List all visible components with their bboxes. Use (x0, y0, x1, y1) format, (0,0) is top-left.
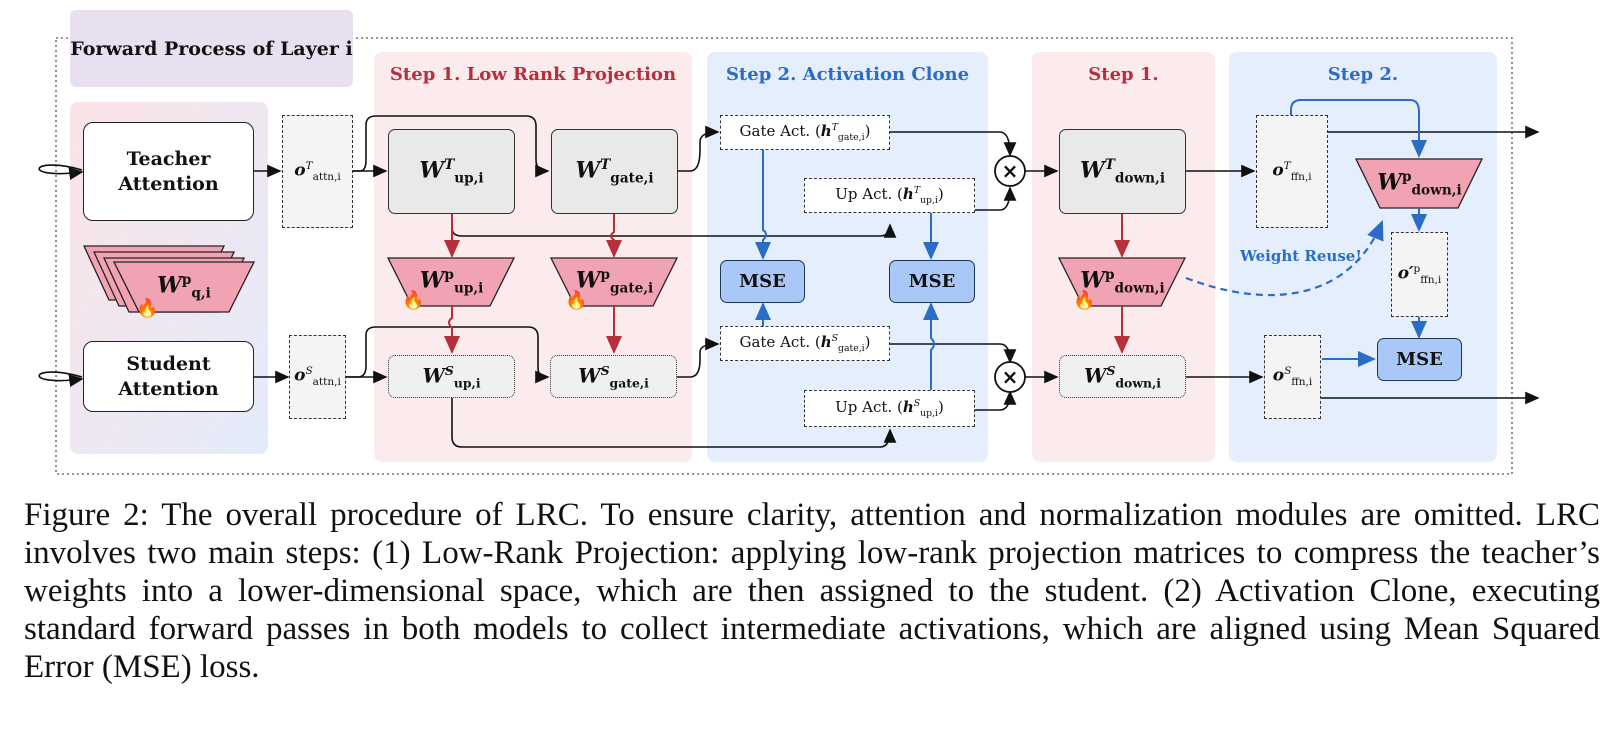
w-up-teacher: WTup,i (388, 129, 515, 214)
lrc-diagram: Forward Process of Layer i Step 1. Low R… (38, 10, 1540, 475)
fire-icon: 🔥 (402, 290, 425, 311)
multiply-teacher-symbol: × (1001, 159, 1019, 183)
fire-icon: 🔥 (1073, 290, 1096, 311)
up-act-teacher: Up Act. (hTup,i) (804, 178, 975, 213)
step1-ffn-region (1032, 52, 1215, 462)
figure-caption: Figure 2: The overall procedure of LRC. … (24, 497, 1600, 685)
wp-up-label: Wpup,i (419, 267, 484, 297)
mse-ffn: MSE (1377, 338, 1462, 381)
wp-down-label: Wpdown,i (1080, 267, 1165, 297)
wp-gate-label: Wpgate,i (575, 267, 654, 297)
wp-down-shape (1057, 257, 1187, 307)
wp-down-reuse-label: Wpdown,i (1377, 168, 1462, 199)
w-down-student: WSdown,i (1059, 355, 1186, 398)
w-gate-teacher: WTgate,i (551, 129, 678, 214)
weight-reuse-label: Weight Reuse! (1240, 247, 1362, 265)
wp-down-reuse-shape (1354, 158, 1484, 209)
mse-up: MSE (889, 260, 975, 303)
w-up-student: WSup,i (388, 355, 515, 398)
step2-ffn-label: Step 2. (1327, 64, 1399, 85)
w-gate-student: WSgate,i (550, 355, 677, 398)
mse-gate: MSE (720, 260, 805, 303)
o-attn-student: oSattn,i (289, 335, 346, 419)
gate-act-student: Gate Act. (hSgate,i) (720, 326, 890, 361)
fire-icon: 🔥 (565, 290, 588, 311)
up-act-student: Up Act. (hSup,i) (804, 390, 975, 427)
wq-front (112, 261, 256, 313)
o-attn-teacher: oTattn,i (282, 115, 353, 228)
wp-up-shape (386, 257, 516, 307)
o-ffn-teacher: oTffn,i (1256, 115, 1328, 228)
o-ffn-prime: o′pffn,i (1391, 232, 1448, 317)
forward-process-title: Forward Process of Layer i (70, 10, 353, 87)
student-attention: Student Attention (83, 341, 254, 412)
w-down-teacher: WTdown,i (1059, 129, 1186, 214)
step2-label: Step 2. Activation Clone (725, 64, 970, 85)
step1-label: Step 1. Low Rank Projection (389, 64, 677, 85)
layer-frame (55, 37, 1513, 475)
step1-ffn-label: Step 1. (1088, 64, 1159, 85)
wp-q-label: Wpq,i (157, 272, 211, 302)
o-ffn-student: oSffn,i (1264, 335, 1321, 419)
wp-gate-shape (549, 257, 679, 307)
teacher-attention: Teacher Attention (83, 122, 254, 221)
multiply-student-symbol: × (1001, 365, 1019, 389)
gate-act-teacher: Gate Act. (hTgate,i) (720, 115, 890, 150)
step1-region (374, 52, 692, 462)
fire-icon: 🔥 (136, 298, 159, 319)
